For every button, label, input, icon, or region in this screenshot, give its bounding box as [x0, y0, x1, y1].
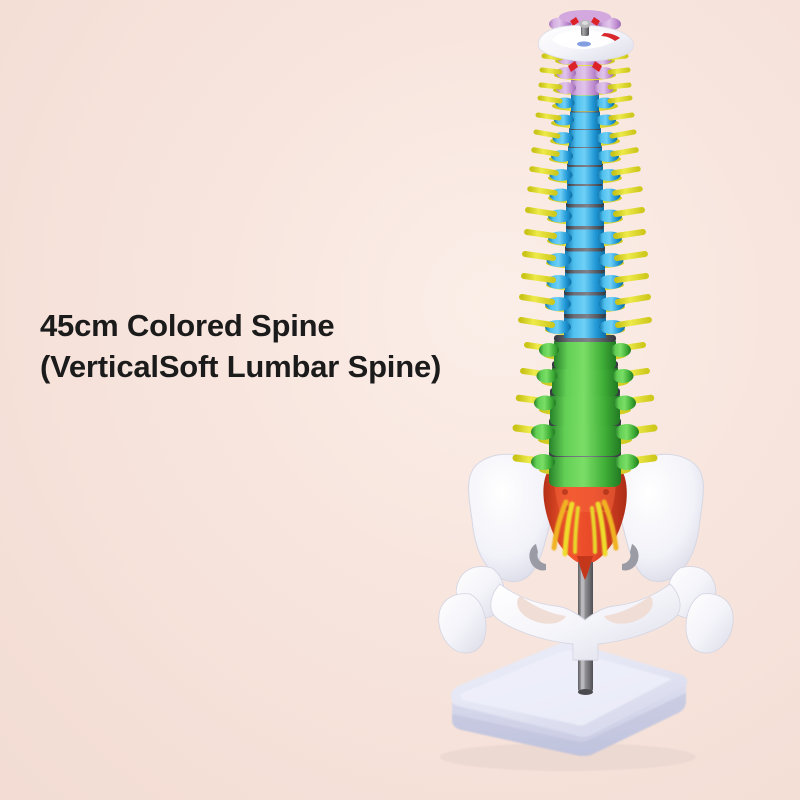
occipital-plate	[538, 24, 634, 62]
vertebral-column	[512, 10, 658, 487]
product-caption: 45cm Colored Spine (VerticalSoft Lumbar S…	[40, 305, 510, 387]
thoracic-region	[518, 90, 652, 338]
top-mount-screw	[579, 20, 591, 36]
vertebra-C7	[553, 75, 617, 96]
caption-line-2: (VerticalSoft Lumbar Spine)	[40, 349, 442, 385]
display-base	[440, 642, 696, 771]
cauda-equina-nerves	[551, 499, 619, 557]
lumbar-region	[512, 335, 658, 487]
caption-line-1: 45cm Colored Spine	[40, 308, 335, 343]
